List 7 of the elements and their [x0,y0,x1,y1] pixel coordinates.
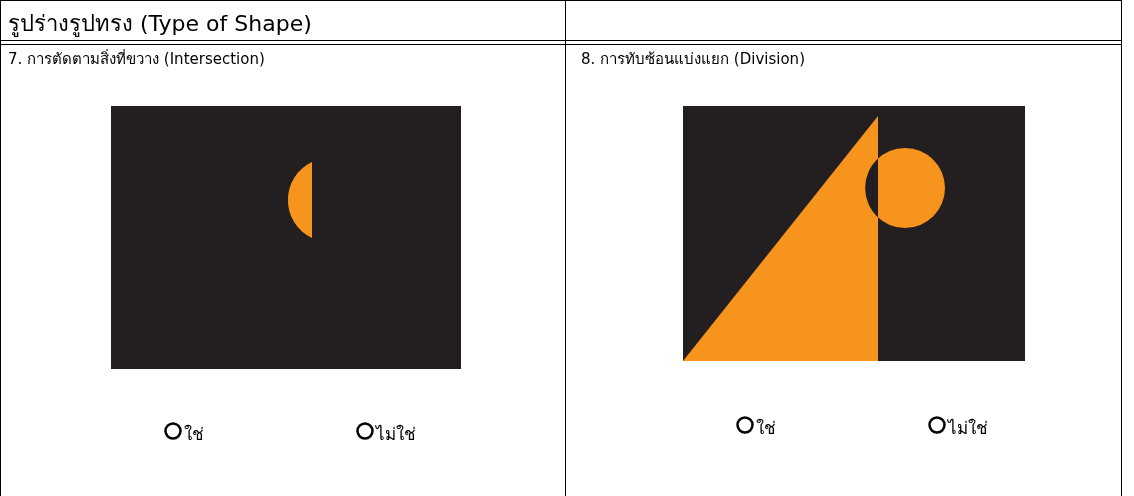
question-caption: 8. การทับซ้อนแบ่งแยก (Division) [581,49,805,70]
option-label: ไม่ใช่ [376,423,416,446]
table-header: รูปร่างรูปทรง (Type of Shape) [8,10,312,39]
option-label: ใช่ [184,423,204,446]
option-label: ไม่ใช่ [948,417,988,440]
option-label: ใช่ [756,417,776,440]
question-caption: 7. การตัดตามสิ่งที่ขวาง (Intersection) [8,48,265,70]
